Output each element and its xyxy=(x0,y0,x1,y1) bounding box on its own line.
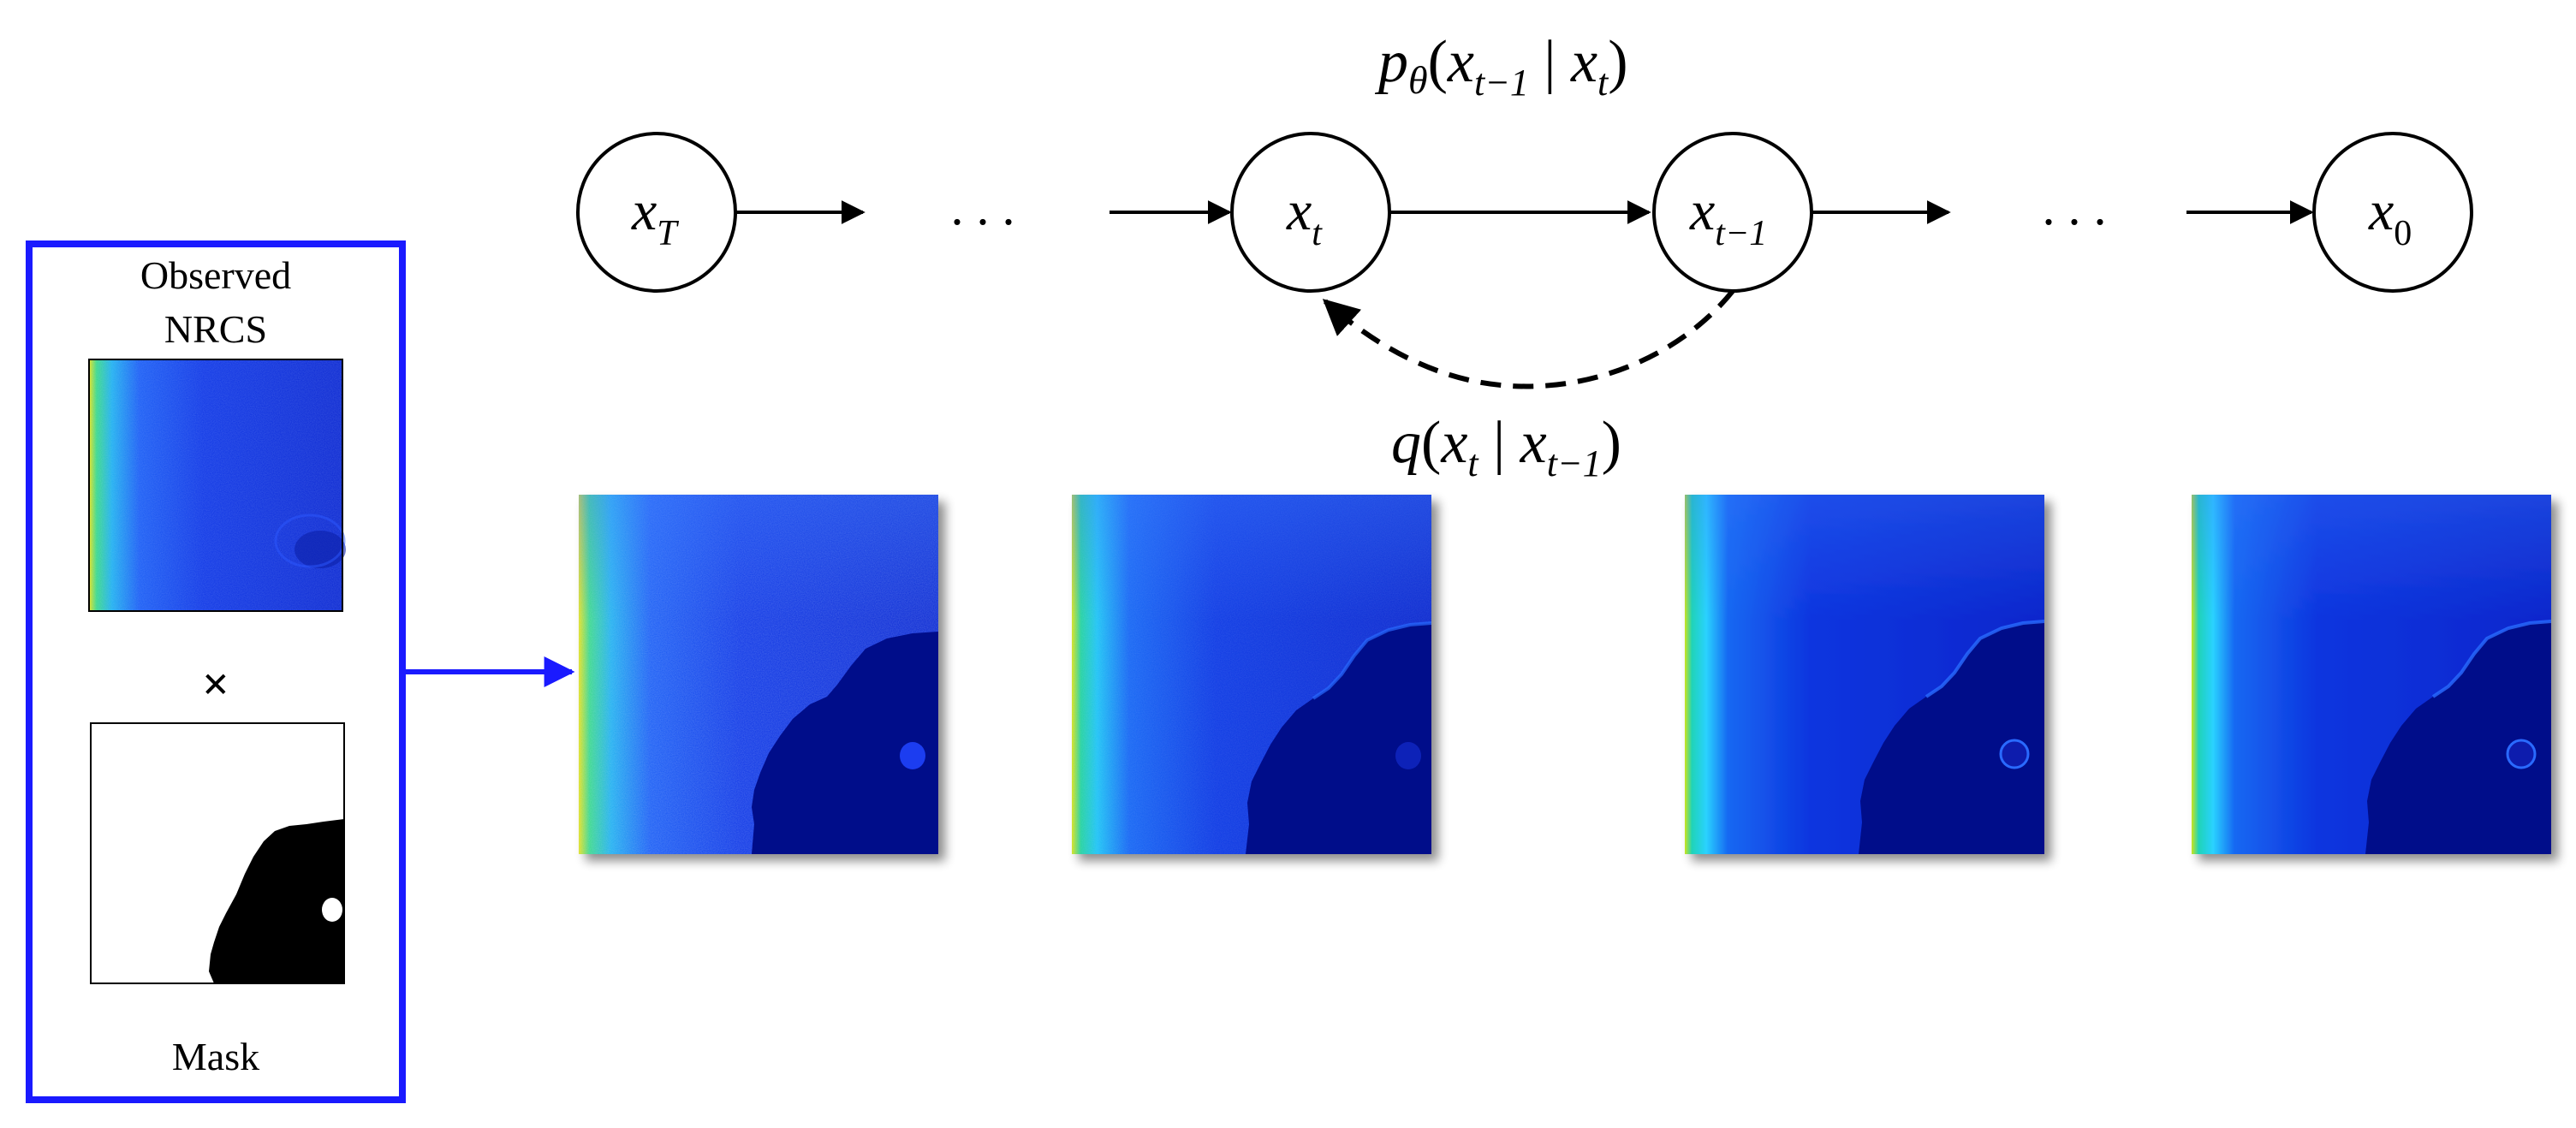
observed-label-line1: Observed xyxy=(140,253,291,297)
mask-label: Mask xyxy=(172,1035,259,1078)
observed-label-line2: NRCS xyxy=(164,307,267,351)
svg-text:x0: x0 xyxy=(2368,180,2412,253)
svg-text:xt−1: xt−1 xyxy=(1689,180,1767,253)
sequence-image-1 xyxy=(579,495,938,854)
diffusion-chain: pθ(xt−1 | xt) xT . . . xt xt−1 . . . x0 xyxy=(576,29,2473,484)
svg-text:xT: xT xyxy=(631,180,679,253)
node-x-T: xT xyxy=(576,132,737,293)
sequence-image-3 xyxy=(1685,495,2044,854)
observed-nrcs-image xyxy=(88,359,346,612)
ellipsis-right: . . . xyxy=(2043,179,2107,235)
sequence-image-2 xyxy=(1072,495,1431,854)
node-x-t-minus-1: xt−1 xyxy=(1652,132,1813,293)
sequence-image-4 xyxy=(2192,495,2551,854)
node-x-0: x0 xyxy=(2312,132,2473,293)
mask-image xyxy=(90,722,345,984)
input-panel: Observed NRCS × Mask xyxy=(26,240,406,1103)
ellipsis-left: . . . xyxy=(951,179,1015,235)
image-sequence xyxy=(579,495,2551,854)
multiply-symbol: × xyxy=(202,658,229,711)
forward-process-arrow xyxy=(1322,289,1735,389)
forward-process-label: q(xt | xt−1) xyxy=(1391,410,1621,484)
reverse-process-label: pθ(xt−1 | xt) xyxy=(1374,29,1628,104)
node-x-t: xt xyxy=(1230,132,1391,293)
svg-text:xt: xt xyxy=(1286,180,1323,253)
